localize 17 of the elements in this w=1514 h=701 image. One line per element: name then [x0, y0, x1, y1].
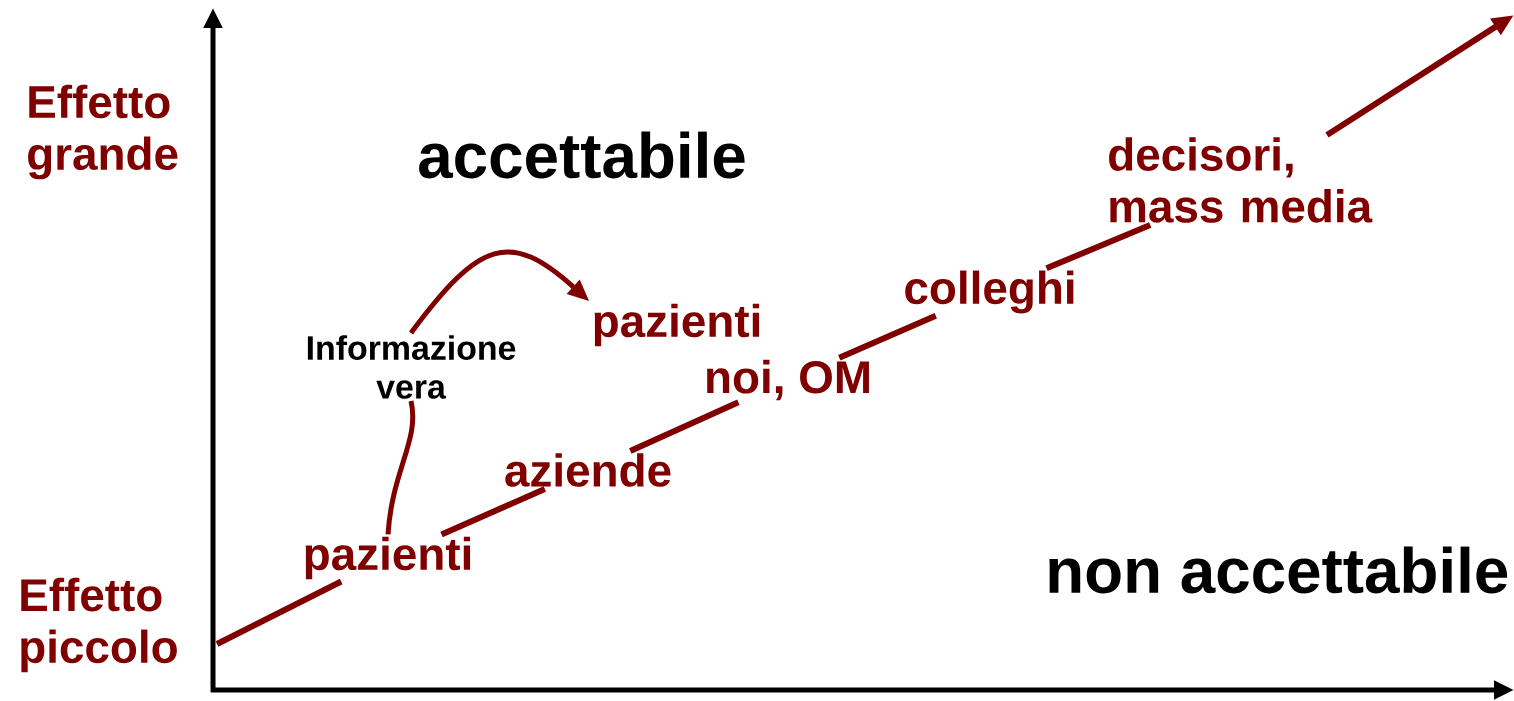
region-label: accettabile: [419, 131, 745, 179]
curved-line: [385, 400, 416, 535]
trend-line: [629, 399, 740, 454]
stakeholder-label: pazienti: [305, 536, 471, 580]
trend-line: [838, 312, 937, 361]
trend-line: [440, 486, 547, 538]
trend-line: [215, 578, 343, 647]
stakeholder-label: decisori, mass media: [1109, 137, 1373, 223]
stakeholder-label: colleghi: [905, 270, 1074, 314]
stakeholder-label: aziende: [505, 453, 671, 487]
axis-label: Effetto grande: [28, 84, 178, 180]
info-label: Informazione vera: [307, 335, 516, 399]
axis-label: Effetto piccolo: [21, 577, 177, 673]
stakeholder-label: pazienti: [594, 303, 760, 347]
trend-line: [1045, 222, 1152, 272]
stakeholder-label: noi, OM: [707, 359, 869, 401]
region-label: non accettabile: [1049, 546, 1508, 594]
